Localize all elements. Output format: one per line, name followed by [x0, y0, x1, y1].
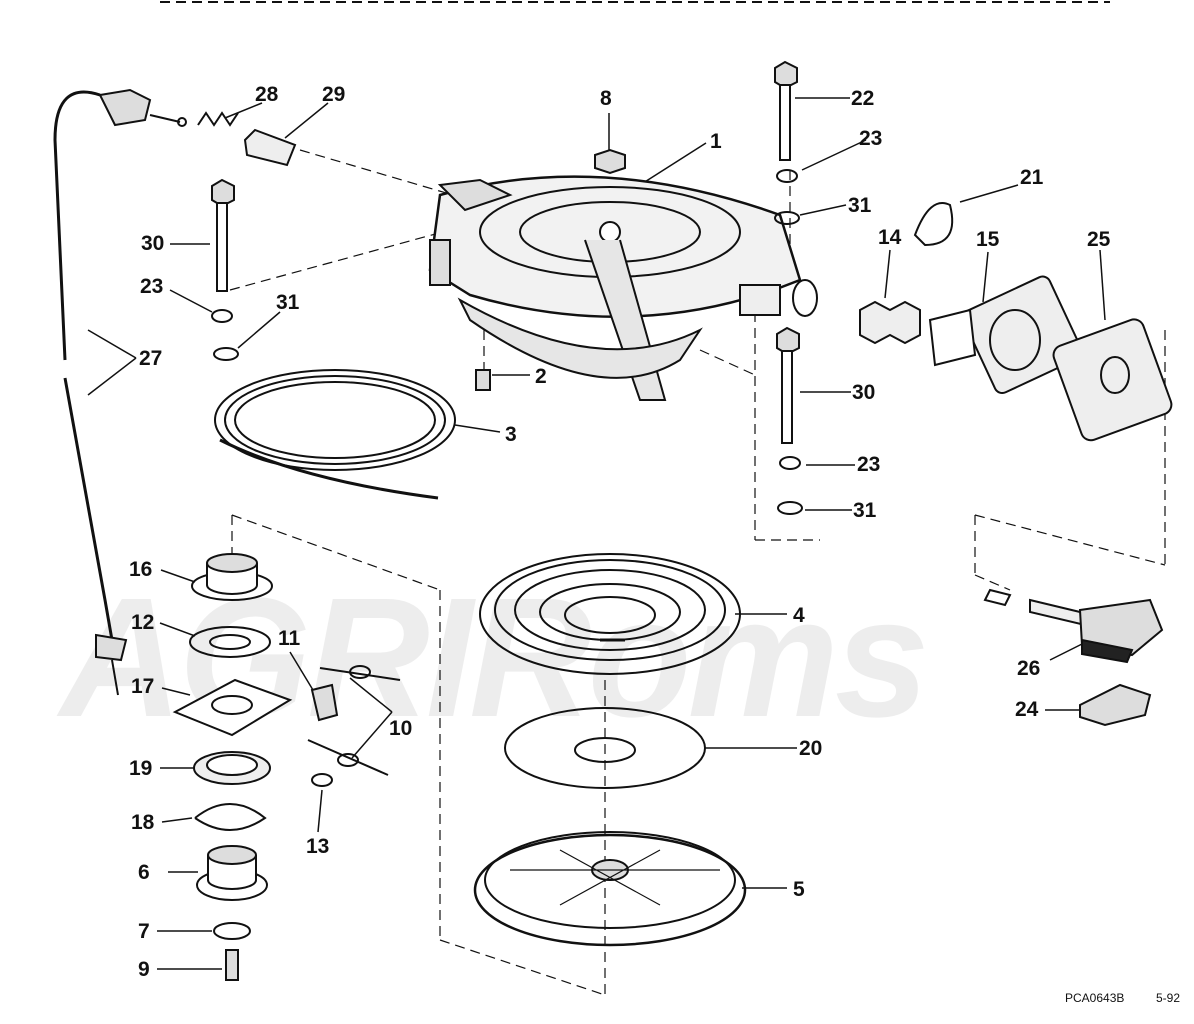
- lockwasher-23-left: [212, 310, 232, 322]
- assembly-lines: [230, 150, 1165, 995]
- washer-31-right: [778, 502, 802, 514]
- callout-15: 15: [976, 228, 1000, 251]
- callout-14: 14: [878, 226, 902, 249]
- lockwasher-23-top: [777, 170, 797, 182]
- drawing-code: PCA0643B: [1065, 991, 1125, 1005]
- callout-6: 6: [138, 861, 150, 884]
- screw-2: [476, 370, 490, 390]
- callout-21: 21: [1020, 166, 1044, 189]
- callout-12: 12: [131, 611, 155, 634]
- spring-plate: [505, 708, 705, 788]
- callout-31-left: 31: [276, 291, 300, 314]
- pawl-11: [312, 685, 337, 720]
- bolt-22: [775, 62, 797, 160]
- starter-housing: [430, 177, 817, 400]
- drawing-date: 5-92: [1156, 991, 1181, 1005]
- callout-23-left: 23: [140, 275, 164, 298]
- callout-24: 24: [1015, 698, 1039, 721]
- callout-1: 1: [710, 130, 722, 153]
- washer-31-left: [214, 348, 238, 360]
- rewind-spring: [480, 554, 740, 674]
- callout-17: 17: [131, 675, 155, 698]
- starter-pulley: [475, 832, 745, 945]
- callout-16: 16: [129, 558, 153, 581]
- callout-29: 29: [322, 83, 346, 106]
- callout-2: 2: [535, 365, 547, 388]
- callout-8: 8: [600, 87, 612, 110]
- callout-26: 26: [1017, 657, 1041, 680]
- clip-13: [312, 774, 332, 786]
- bolt-30-left: [212, 180, 234, 291]
- handle-insert-25: [1051, 317, 1174, 443]
- callout-31-right: 31: [853, 499, 877, 522]
- nut-8: [595, 150, 625, 173]
- bolt-30-right: [777, 328, 799, 443]
- retainer-24: [1080, 685, 1150, 725]
- callout-28: 28: [255, 83, 279, 106]
- spring-10b: [308, 740, 388, 775]
- pinion-parts-stack: [175, 554, 290, 980]
- callout-4: 4: [793, 604, 805, 627]
- spring-10a: [320, 666, 400, 680]
- callout-30-right: 30: [852, 381, 876, 404]
- callout-23-right: 23: [857, 453, 881, 476]
- callout-7: 7: [138, 920, 150, 943]
- callout-22: 22: [851, 87, 875, 110]
- plunger-29: [245, 130, 295, 165]
- leader-lines: [88, 98, 1105, 969]
- callout-18: 18: [131, 811, 155, 834]
- spring-14: [860, 302, 920, 343]
- callout-13: 13: [306, 835, 330, 858]
- callout-27: 27: [139, 347, 163, 370]
- callout-3: 3: [505, 423, 517, 446]
- lockwasher-23-right: [780, 457, 800, 469]
- callout-19: 19: [129, 757, 153, 780]
- washer-31-top: [775, 212, 799, 224]
- callout-10: 10: [389, 717, 413, 740]
- callout-20: 20: [799, 737, 823, 760]
- rope-guide-15: [930, 274, 1085, 396]
- callout-5: 5: [793, 878, 805, 901]
- clamp-21: [915, 203, 952, 245]
- callout-23-top: 23: [859, 127, 883, 150]
- starter-handle-26: [985, 590, 1162, 662]
- callout-11: 11: [278, 627, 301, 650]
- starter-lockout-cable: [55, 90, 186, 695]
- callout-31-top: 31: [848, 194, 872, 217]
- spring-28: [198, 113, 238, 125]
- callout-30-left: 30: [141, 232, 165, 255]
- callout-25: 25: [1087, 228, 1111, 251]
- callout-9: 9: [138, 958, 150, 981]
- starter-rope: [215, 370, 455, 498]
